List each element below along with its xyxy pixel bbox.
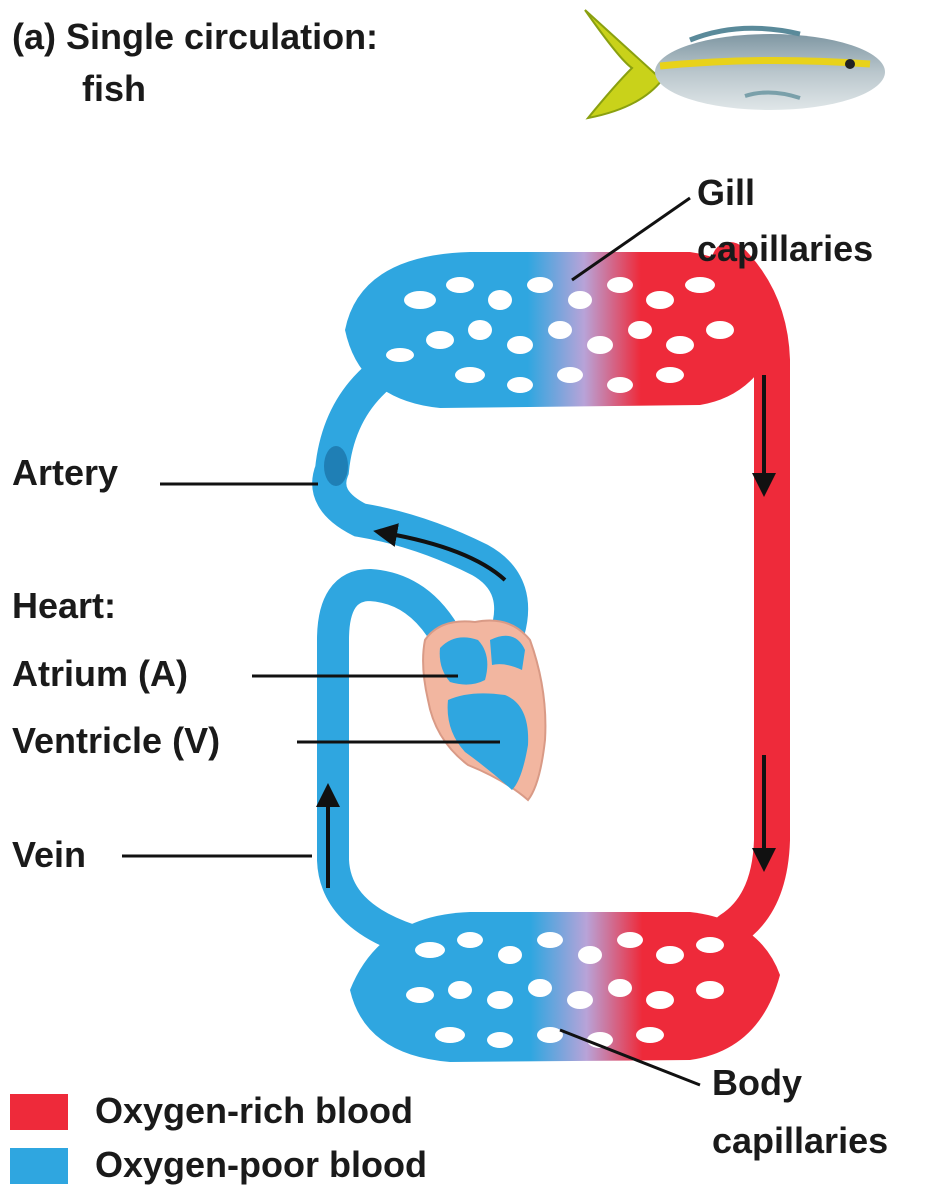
label-vein: Vein [12,834,87,875]
legend-label-oxygen-rich: Oxygen-rich blood [95,1090,414,1131]
atrium-chamber [439,637,488,685]
fish-illustration [584,9,885,120]
label-gill-capillaries: capillaries [697,228,874,269]
legend-swatch-oxygen-rich [10,1094,68,1130]
label-gill: Gill [697,172,756,213]
gill-capillary-bed [345,252,780,408]
leader-body [559,1028,701,1087]
legend-label-oxygen-poor: Oxygen-poor blood [95,1144,427,1185]
flow-arrow-aorta [373,523,507,582]
label-atrium: Atrium (A) [12,653,188,694]
label-body-capillaries: capillaries [712,1120,889,1161]
label-heart: Heart: [12,585,117,626]
label-artery: Artery [12,452,119,493]
vein-vessel [317,568,464,956]
heart [422,619,547,802]
diagram-title-line1: (a) Single circulation: [12,16,379,57]
legend-swatch-oxygen-poor [10,1148,68,1184]
label-ventricle: Ventricle (V) [12,720,221,761]
label-body: Body [712,1062,802,1103]
body-capillary-bed [350,912,780,1062]
diagram-title-line2: fish [82,68,147,109]
leader-gill [571,196,691,282]
